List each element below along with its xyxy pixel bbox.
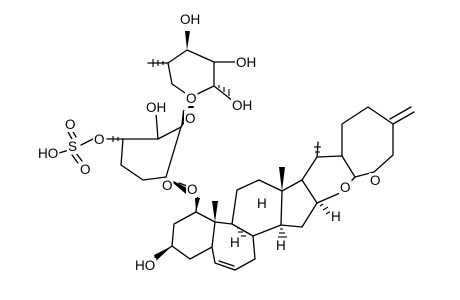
- furan-oxygen-label: O: [340, 180, 351, 195]
- atom-label-backing: [64, 117, 77, 132]
- stereo-hydrogen-c8-label: H: [257, 196, 267, 211]
- atom-label-backing: [179, 12, 202, 27]
- stereo-hydrogen-c14-label: H: [276, 238, 286, 253]
- pyran-oxygen-label: O: [370, 173, 381, 188]
- sulfate-oxygen-upper-label: O: [65, 117, 76, 132]
- glycosidic-oxygen-upper-label: O: [185, 111, 196, 126]
- atom-label-backing: [229, 235, 241, 250]
- atom-label-backing: [231, 98, 254, 113]
- atom-label-backing: [369, 173, 382, 188]
- bond-lines: [58, 49, 415, 271]
- atom-label-backing: [256, 196, 268, 211]
- sulfate-linking-oxygen-label: O: [94, 132, 105, 147]
- hashed-bonds: [112, 59, 334, 238]
- atom-label-backing: [134, 258, 157, 273]
- atom-label-backing: [161, 178, 174, 193]
- atom-label-backing: [275, 238, 287, 253]
- atom-label-backing: [339, 180, 352, 195]
- sulfate-hydroxyl-label: HO: [38, 146, 58, 161]
- atom-label-backing: [186, 182, 199, 197]
- atom-label-backing: [37, 146, 60, 161]
- rhamnose-ring-oxygen-label: O: [186, 91, 197, 106]
- steroid-hydroxyl-label: HO: [135, 258, 155, 273]
- stereo-hydrogen-c17-label: H: [331, 209, 341, 224]
- arabinose-oh-label: OH: [146, 100, 166, 115]
- stereo-hydrogen-c9-label: H: [230, 235, 240, 250]
- arabinose-ring-oxygen-label: O: [162, 178, 173, 193]
- rhamnose-oh-right-label: OH: [236, 55, 256, 70]
- atom-label-backing: [67, 139, 79, 154]
- sulfate-oxygen-lower-label: O: [80, 162, 91, 177]
- sulfur-atom-label: S: [68, 139, 77, 154]
- atom-label-backing: [330, 209, 342, 224]
- atom-label-backing: [235, 55, 258, 70]
- atom-label-backing: [184, 111, 197, 126]
- atom-label-backing: [93, 132, 106, 147]
- atom-label-backing: [145, 100, 168, 115]
- atom-label-backing: [185, 91, 198, 106]
- atom-labels: OH OH OH O OH O O HO S O O O O H H H H O…: [37, 12, 382, 273]
- glycosidic-oxygen-lower-label: O: [187, 182, 198, 197]
- rhamnose-oh-bottom-label: OH: [232, 98, 252, 113]
- rhamnose-oh-top-label: OH: [180, 12, 200, 27]
- atom-label-backing: [79, 162, 92, 177]
